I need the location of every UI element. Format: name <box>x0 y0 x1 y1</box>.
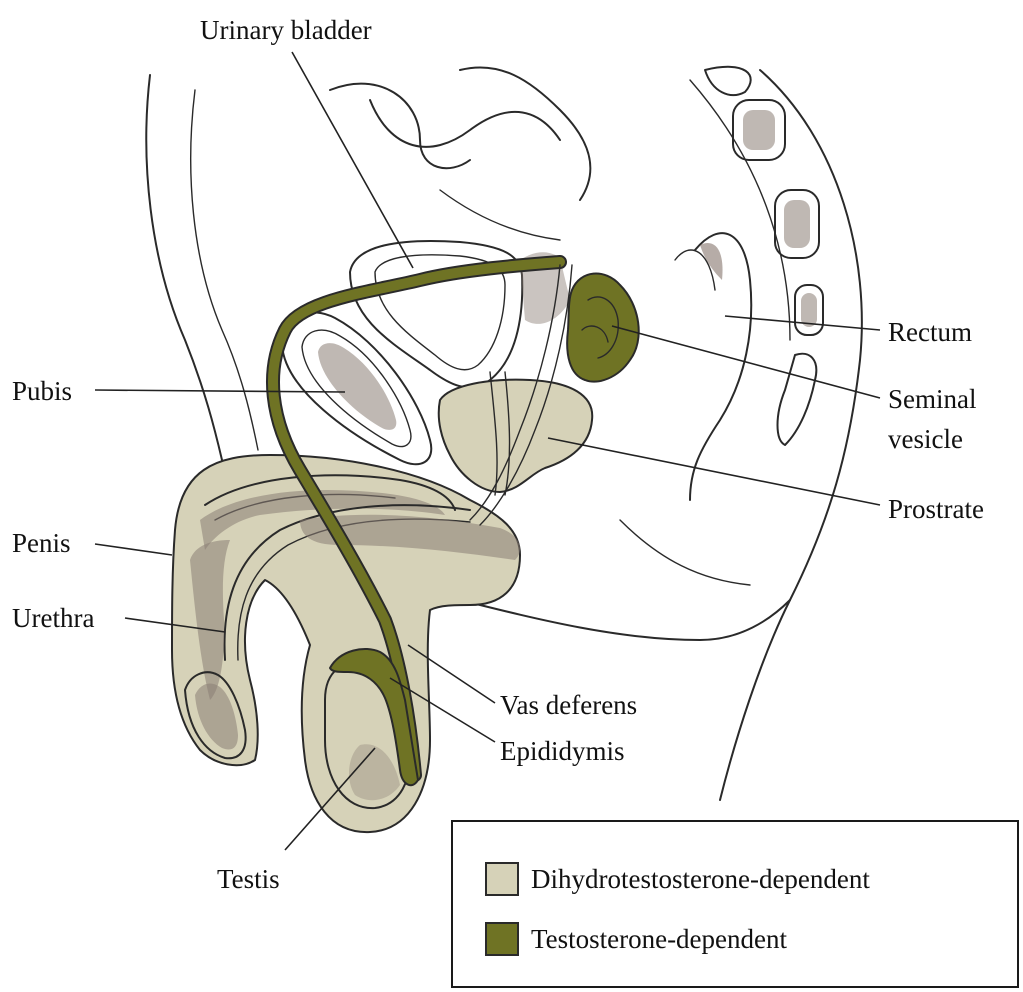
rectum <box>675 233 751 500</box>
label-prostrate: Prostrate <box>888 494 984 524</box>
label-penis: Penis <box>12 528 71 558</box>
label-epididymis: Epididymis <box>500 736 625 766</box>
label-pubis: Pubis <box>12 376 72 406</box>
label-seminal-vesicle-line1: Seminal <box>888 384 977 414</box>
label-vas-deferens: Vas deferens <box>500 690 637 720</box>
legend: Dihydrotestosterone-dependent Testostero… <box>451 820 1019 988</box>
legend-swatch-dht <box>485 862 519 896</box>
legend-item-dht: Dihydrotestosterone-dependent <box>485 862 870 896</box>
label-testis: Testis <box>217 864 280 894</box>
intestine-loops <box>330 67 590 240</box>
legend-label-testosterone: Testosterone-dependent <box>531 924 787 955</box>
pubis <box>282 312 431 464</box>
legend-swatch-testosterone <box>485 922 519 956</box>
legend-item-testosterone: Testosterone-dependent <box>485 922 787 956</box>
label-urethra: Urethra <box>12 603 94 633</box>
label-seminal-vesicle-line2: vesicle <box>888 424 963 454</box>
legend-label-dht: Dihydrotestosterone-dependent <box>531 864 870 895</box>
label-rectum: Rectum <box>888 317 972 347</box>
label-urinary-bladder: Urinary bladder <box>200 15 372 45</box>
